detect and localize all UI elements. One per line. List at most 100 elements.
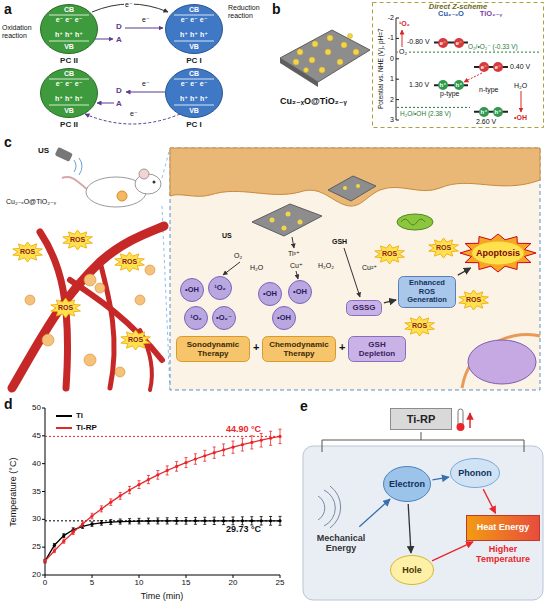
ros-burst bbox=[51, 298, 81, 318]
node-text: e⁻ e⁻ e⁻ bbox=[40, 16, 98, 24]
chart-line bbox=[109, 519, 112, 520]
chart-line bbox=[185, 467, 188, 468]
carrier-dot: h⁺ bbox=[493, 107, 503, 117]
carrier-dot: h⁺ bbox=[479, 107, 489, 117]
chart-line bbox=[194, 517, 197, 518]
legend-swatch bbox=[56, 415, 72, 417]
node-text: h⁺ h⁺ h⁺ bbox=[40, 31, 98, 39]
node-text: e⁻ e⁻ e⁻ bbox=[165, 16, 223, 24]
band-diagram bbox=[396, 18, 540, 120]
data-point bbox=[175, 519, 178, 522]
panel-letter: c bbox=[4, 134, 12, 150]
ros-burst-label: ROS bbox=[436, 244, 451, 252]
node-text: h⁺ h⁺ h⁺ bbox=[40, 95, 98, 103]
data-point bbox=[222, 448, 225, 451]
data-point bbox=[231, 519, 234, 522]
axis-tick: 10 bbox=[135, 578, 144, 587]
chart-line bbox=[166, 524, 169, 525]
nanosheet bbox=[280, 30, 370, 87]
chart-line bbox=[222, 517, 225, 518]
photocatalyst-ellipse: CBe⁻ e⁻ e⁻h⁺ h⁺ h⁺VBPC II bbox=[40, 68, 98, 118]
chart-line bbox=[194, 464, 197, 465]
chart-line bbox=[100, 520, 103, 521]
chart-line bbox=[109, 524, 112, 525]
axis-title: Time (min) bbox=[141, 591, 184, 601]
data-point bbox=[260, 439, 263, 442]
species-label: O₂ bbox=[234, 252, 242, 260]
node-text: •OH bbox=[293, 288, 307, 297]
reaction-note: Oxidation reaction bbox=[2, 24, 38, 40]
plus-sign: + bbox=[339, 341, 345, 354]
data-point bbox=[222, 519, 225, 522]
carrier-dot: e⁻ bbox=[438, 38, 448, 48]
therapy-box: Sonodynamic Therapy bbox=[176, 336, 250, 362]
panel-letter: d bbox=[4, 396, 13, 412]
therapy-box: Chemodynamic Therapy bbox=[262, 336, 336, 362]
data-point bbox=[100, 507, 103, 510]
axis-tick: 2 bbox=[390, 96, 394, 104]
ros-burst-label: ROS bbox=[58, 304, 73, 312]
node-text: h⁺ h⁺ h⁺ bbox=[165, 95, 223, 103]
node-text: GSSG bbox=[352, 303, 375, 312]
chart-line bbox=[72, 529, 75, 530]
node-text: Phonon bbox=[458, 468, 492, 478]
flow-arrow bbox=[432, 477, 449, 480]
chart-line bbox=[166, 465, 169, 466]
node-text: PC I bbox=[165, 120, 223, 129]
reaction-note: Reduction reaction bbox=[228, 4, 264, 20]
data-point bbox=[156, 519, 159, 522]
chart-line bbox=[81, 521, 84, 522]
chart-line bbox=[280, 575, 281, 578]
ros-burst-label: ROS bbox=[466, 296, 481, 304]
carrier-dot: h⁺ bbox=[454, 80, 464, 90]
energy-source: Mechanical Energy bbox=[305, 528, 377, 558]
flow-arrow bbox=[458, 268, 471, 275]
node-text: Mechanical Energy bbox=[309, 533, 373, 554]
chart-line bbox=[91, 526, 94, 527]
photocatalyst-ellipse: CBe⁻ e⁻ e⁻h⁺ h⁺ h⁺VBPC I bbox=[165, 4, 223, 54]
chart-line bbox=[194, 524, 197, 525]
material-box: Ti-RP bbox=[390, 408, 452, 430]
node-text: CB bbox=[40, 70, 98, 78]
carrier-dot: h⁺ bbox=[438, 80, 448, 90]
chart-line bbox=[222, 443, 225, 444]
data-point bbox=[128, 520, 131, 523]
data-point bbox=[90, 514, 93, 517]
data-point bbox=[278, 435, 281, 438]
photocatalyst-ellipse: CBe⁻ e⁻ e⁻h⁺ h⁺ h⁺VBPC II bbox=[40, 4, 98, 54]
chart-line bbox=[175, 471, 178, 472]
chart-line bbox=[213, 517, 216, 518]
ros-bubble: •O₂⁻ bbox=[212, 306, 236, 330]
chart-line bbox=[233, 575, 234, 578]
donor-label: D bbox=[116, 22, 122, 31]
chart-line bbox=[213, 524, 216, 525]
outcome-burst: Apoptosis bbox=[460, 234, 536, 272]
ultrasound-label: US bbox=[38, 146, 49, 155]
node-text: Hole bbox=[402, 565, 422, 575]
data-point bbox=[166, 519, 169, 522]
carrier-dot: e⁻ bbox=[454, 38, 464, 48]
chart-line bbox=[100, 505, 103, 506]
axis-tick: 0 bbox=[43, 578, 47, 587]
ros-burst bbox=[63, 230, 93, 250]
chart-line bbox=[91, 513, 94, 514]
chart-line bbox=[147, 483, 150, 484]
data-point bbox=[213, 519, 216, 522]
redox-level: O₂/•O₂⁻ (-0.33 V) bbox=[468, 43, 518, 50]
data-point bbox=[119, 520, 122, 523]
potential-value: 0.40 V bbox=[510, 63, 530, 71]
data-point bbox=[194, 519, 197, 522]
node-text: PC I bbox=[165, 56, 223, 65]
chart-line bbox=[128, 486, 131, 487]
data-point bbox=[100, 521, 103, 524]
panel-letter: b bbox=[272, 1, 281, 17]
electron-arrow bbox=[94, 39, 113, 40]
type-label: p-type bbox=[440, 90, 459, 98]
species-label: O₂ bbox=[398, 48, 408, 56]
chart-line bbox=[42, 408, 45, 409]
carrier-dot: e⁻ bbox=[493, 62, 503, 72]
ultrasound-label: US bbox=[222, 232, 232, 240]
mouse bbox=[62, 169, 161, 207]
zoom-connectors bbox=[162, 148, 170, 390]
data-point bbox=[269, 519, 272, 522]
